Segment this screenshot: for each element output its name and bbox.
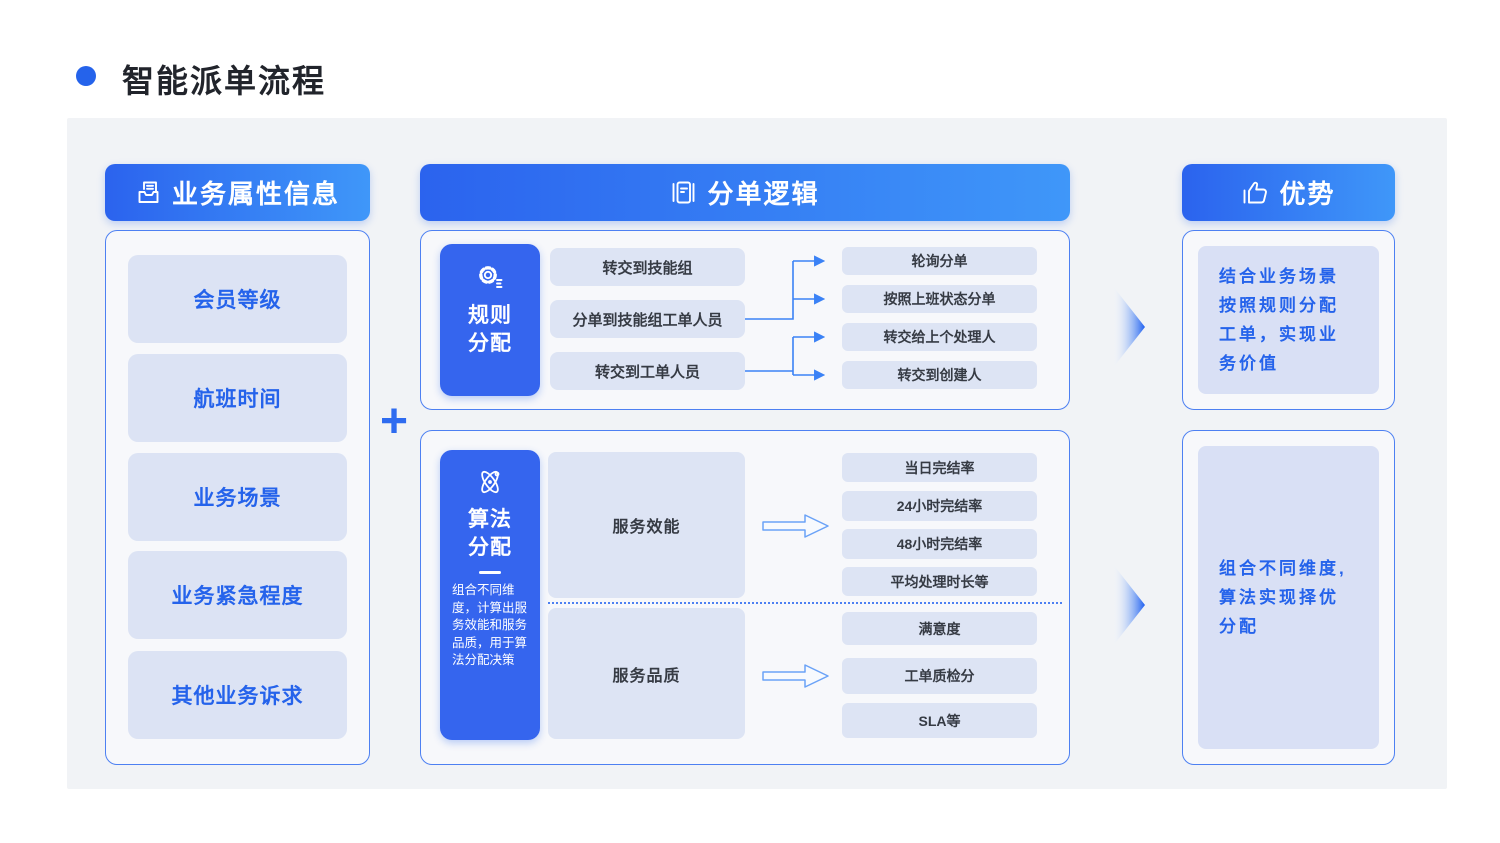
efficiency-metric: 48小时完结率: [842, 529, 1037, 559]
algorithm-allocation-box: 算法 分配 组合不同维度，计算出服务效能和服务品质，用于算法分配决策: [440, 450, 540, 740]
rule-outcome: 轮询分单: [842, 247, 1037, 275]
rule-title-line: 规则: [468, 304, 512, 327]
efficiency-metric: 24小时完结率: [842, 491, 1037, 521]
advantage-text-rule: 结合业务场景按照规则分配工单，实现业务价值: [1198, 246, 1379, 394]
rule-method: 转交到工单人员: [550, 352, 745, 390]
efficiency-metric: 平均处理时长等: [842, 567, 1037, 596]
left-column-header-label: 业务属性信息: [171, 179, 340, 209]
efficiency-metric: 当日完结率: [842, 453, 1037, 482]
middle-column-header-label: 分单逻辑: [707, 179, 820, 209]
thumbs-up-icon: [1241, 179, 1269, 207]
title-bullet-dot: [76, 66, 96, 86]
attribute-item: 业务场景: [128, 453, 347, 541]
right-column-header-label: 优势: [1279, 179, 1336, 209]
dimension-service-efficiency: 服务效能: [548, 452, 745, 598]
dimension-dotted-divider: [548, 602, 1062, 604]
attribute-item: 航班时间: [128, 354, 347, 442]
chevron-right-icon: [1112, 563, 1145, 647]
rule-connector-arrows: [745, 255, 826, 381]
attribute-item: 其他业务诉求: [128, 651, 347, 739]
left-column-header: 业务属性信息: [105, 164, 370, 221]
rule-outcome: 转交给上个处理人: [842, 323, 1037, 351]
dimension-service-quality: 服务品质: [548, 608, 745, 739]
rule-method: 分单到技能组工单人员: [550, 300, 745, 338]
algo-title-line: 分配: [468, 536, 512, 559]
algo-description: 组合不同维度，计算出服务效能和服务品质，用于算法分配决策: [452, 583, 528, 667]
algo-title-divider: [479, 571, 501, 574]
rule-allocation-box: 规则 分配: [440, 244, 540, 396]
atom-icon: [472, 464, 508, 500]
inbox-document-icon: [135, 179, 162, 206]
attribute-item: 业务紧急程度: [128, 551, 347, 639]
rule-outcome: 按照上班状态分单: [842, 285, 1037, 313]
middle-column-header: 分单逻辑: [420, 164, 1070, 221]
block-arrow-icon: [762, 664, 829, 688]
rule-outcome: 转交到创建人: [842, 361, 1037, 389]
chevron-right-icon: [1112, 285, 1145, 369]
document-icon: [670, 179, 697, 206]
block-arrow-icon: [762, 514, 829, 538]
page-title: 智能派单流程: [122, 63, 327, 99]
algo-title-line: 算法: [468, 508, 512, 531]
attribute-item: 会员等级: [128, 255, 347, 343]
plus-connector: +: [379, 395, 409, 448]
advantage-text-algo: 组合不同维度,算法实现择优分配: [1198, 446, 1379, 749]
quality-metric: 工单质检分: [842, 658, 1037, 694]
right-column-header: 优势: [1182, 164, 1395, 221]
rule-title-line: 分配: [468, 332, 512, 355]
rule-method: 转交到技能组: [550, 248, 745, 286]
quality-metric: 满意度: [842, 612, 1037, 645]
gear-icon: [474, 262, 506, 294]
quality-metric: SLA等: [842, 703, 1037, 738]
